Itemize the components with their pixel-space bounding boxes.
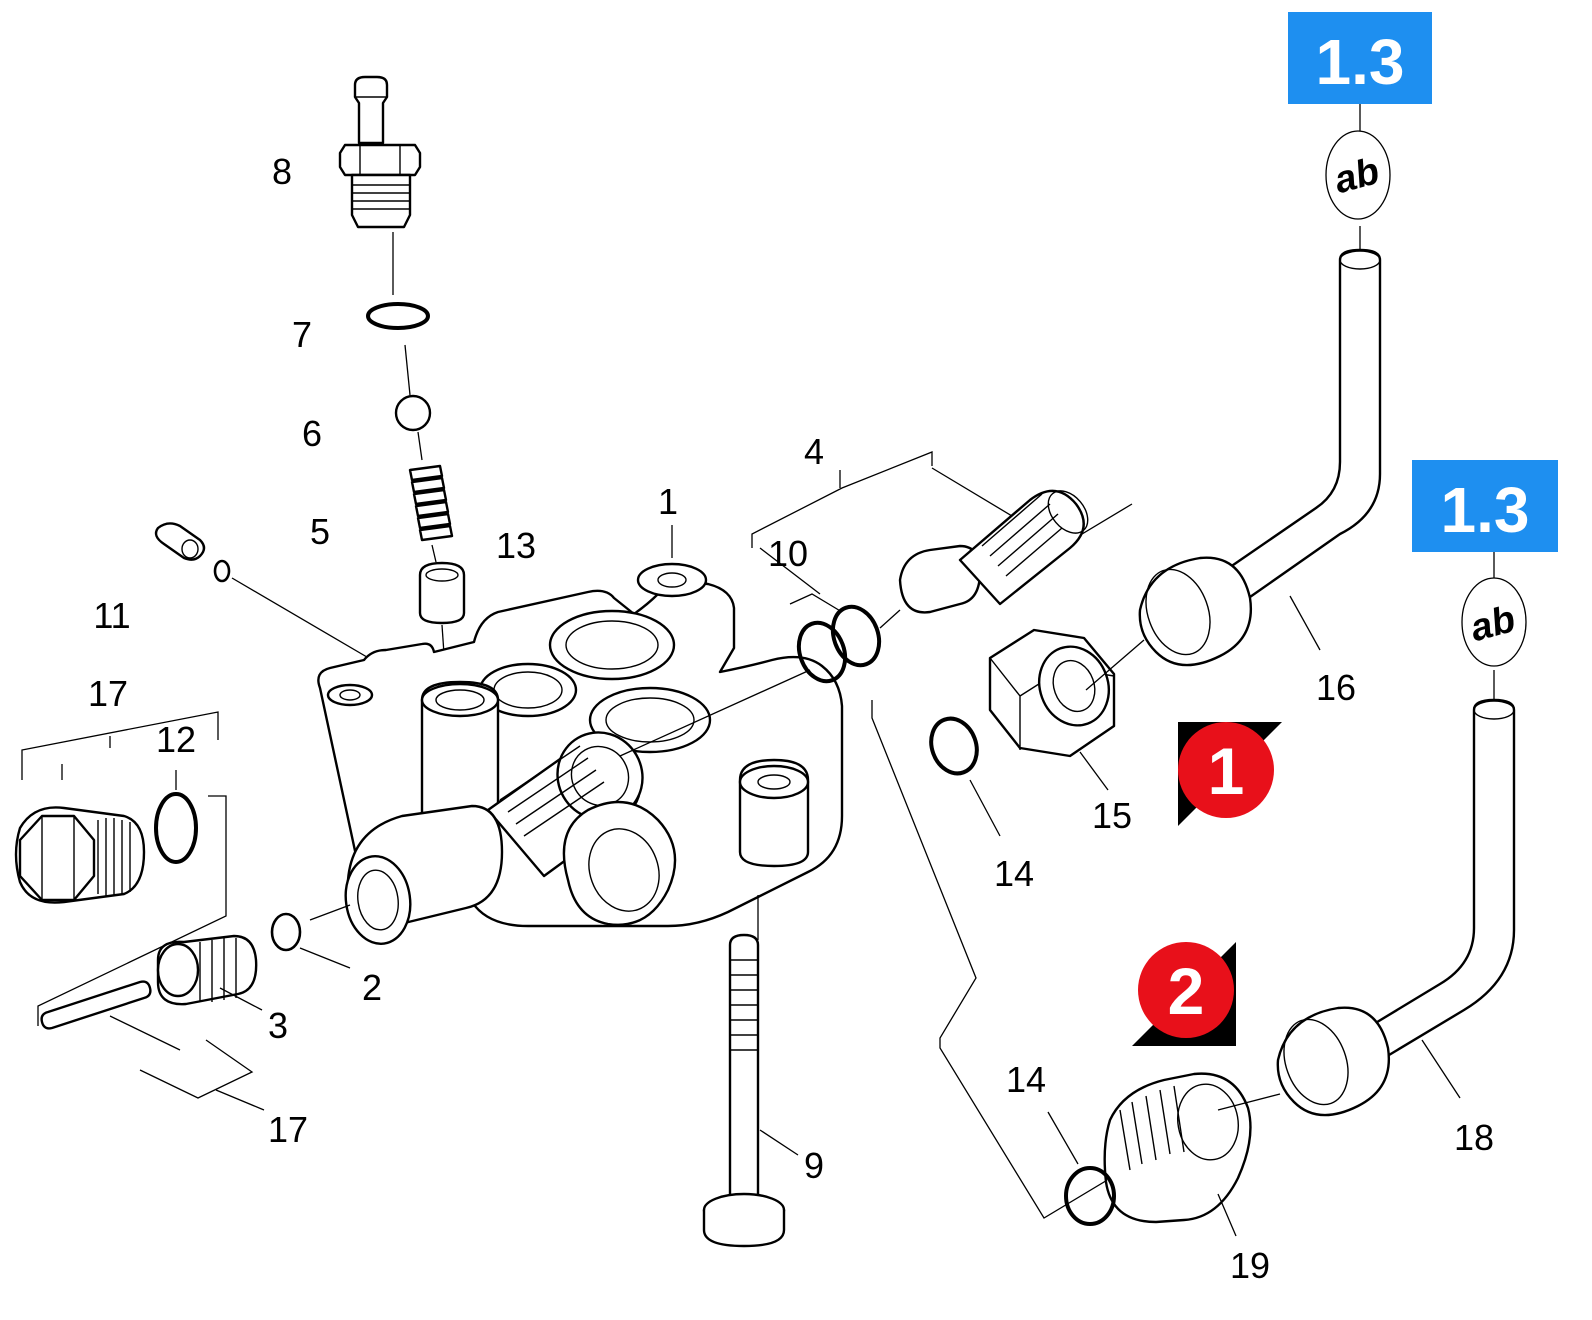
label-part-4: 4 — [804, 431, 824, 472]
part-16-pipe — [1085, 226, 1382, 691]
badge-label: 1.3 — [1441, 474, 1530, 546]
variant-number: 1 — [1208, 734, 1245, 808]
variant-number: 2 — [1168, 954, 1205, 1028]
label-part-13: 13 — [496, 525, 536, 566]
label-part-14: 14 — [1006, 1059, 1046, 1100]
reference-badge-top: 1.3 ab — [1288, 12, 1432, 220]
part-4-valve-assembly — [619, 451, 1133, 757]
variant-marker-2: 2 — [1132, 942, 1236, 1046]
label-part-5: 5 — [310, 511, 330, 552]
label-part-1: 1 — [658, 481, 678, 522]
label-part-16: 16 — [1316, 667, 1356, 708]
part-6-ball — [394, 394, 432, 461]
part-3-filter — [40, 904, 351, 1111]
part-11-nozzle — [154, 522, 373, 661]
label-part-17: 17 — [268, 1109, 308, 1150]
label-part-17: 17 — [88, 673, 128, 714]
label-part-15: 15 — [1092, 795, 1132, 836]
label-part-11: 11 — [93, 595, 130, 636]
label-part-6: 6 — [302, 413, 322, 454]
label-part-19: 19 — [1230, 1245, 1270, 1286]
label-part-12: 12 — [156, 719, 196, 760]
label-part-8: 8 — [272, 151, 292, 192]
part-9-bolt — [702, 895, 799, 1248]
part-14-o-ring-b — [1047, 1111, 1116, 1226]
label-part-10: 10 — [768, 533, 808, 574]
variant-bracket — [871, 700, 1145, 1219]
part-15-hex-nut — [988, 628, 1116, 791]
part-labels: 1 2 3 4 5 6 7 8 9 10 11 12 13 14 14 15 1… — [88, 151, 1494, 1286]
part-1-pump-head — [317, 525, 844, 945]
badge-label: 1.3 — [1316, 26, 1405, 98]
label-part-7: 7 — [292, 314, 312, 355]
part-8-hose-nipple — [338, 75, 422, 295]
label-part-14: 14 — [994, 853, 1034, 894]
part-19-knurled-nut — [1103, 1072, 1252, 1237]
part-18-pipe — [1217, 670, 1516, 1117]
label-part-9: 9 — [804, 1145, 824, 1186]
label-part-3: 3 — [268, 1005, 288, 1046]
label-part-2: 2 — [362, 967, 382, 1008]
part-5-spring — [408, 464, 454, 563]
part-14-o-ring-a — [929, 716, 1001, 837]
part-7-o-ring — [366, 302, 430, 396]
reference-badge-bottom: 1.3 ab — [1412, 460, 1558, 667]
label-part-18: 18 — [1454, 1117, 1494, 1158]
variant-marker-1: 1 — [1178, 722, 1282, 826]
part-17-plug — [14, 711, 227, 1026]
